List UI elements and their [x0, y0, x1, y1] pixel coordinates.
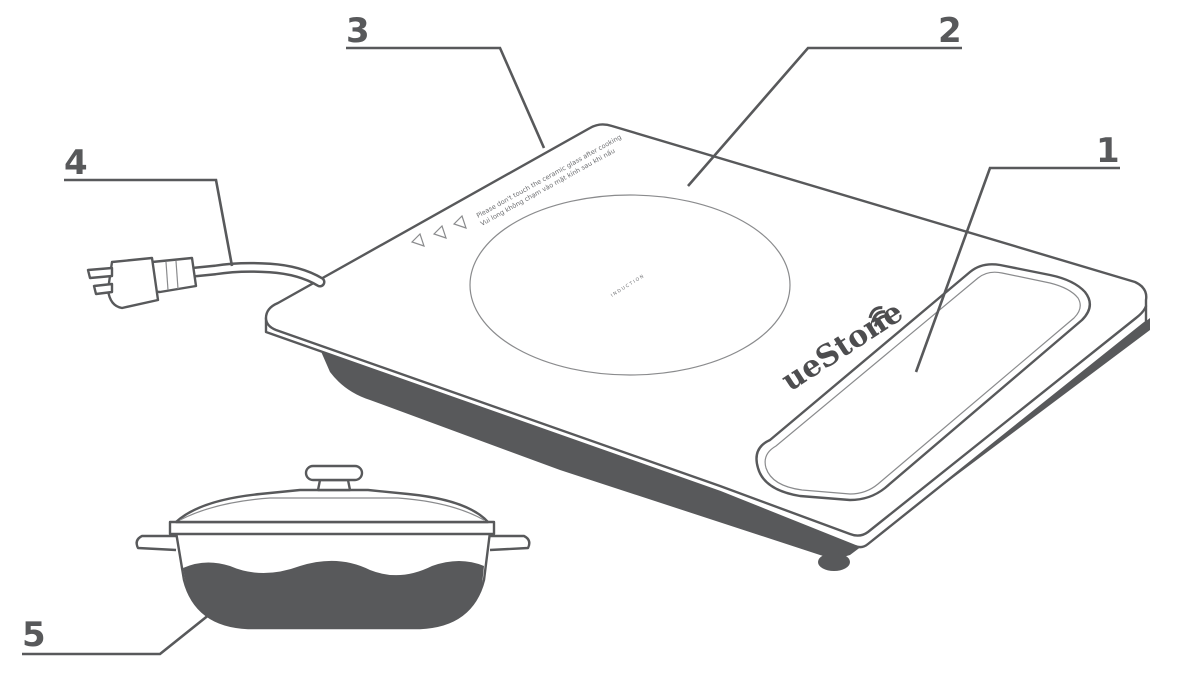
pot-handle-right [489, 534, 531, 552]
callout-4: 4 [64, 143, 234, 267]
callout-2-leader [687, 46, 962, 187]
cooking-zone-circle [469, 194, 791, 376]
callout-5-number: 5 [22, 615, 46, 655]
warning-triangle-icon [452, 214, 467, 229]
control-panel [755, 263, 1091, 502]
callout-1-number: 1 [1096, 131, 1120, 171]
control-panel-inner [764, 271, 1081, 495]
pot-lid [174, 488, 490, 524]
pot-handle-left [135, 534, 177, 552]
pot-lid-rim [179, 497, 485, 521]
pot-lid-knob-top [304, 464, 364, 482]
callout-5-leader [22, 612, 211, 656]
cooker-foot [818, 553, 850, 571]
warning-symbols [410, 214, 467, 247]
pot-rim [168, 520, 496, 536]
cooker-base-shadow [270, 318, 1150, 558]
callout-3-leader [346, 46, 546, 149]
pot-lid-knob [316, 478, 352, 492]
callout-3-number: 3 [346, 11, 370, 51]
warning-triangle-icon [432, 224, 447, 239]
callout-2: 2 [687, 11, 962, 187]
callout-5: 5 [22, 612, 211, 656]
pot-contents [183, 560, 484, 628]
warning-triangle-icon [410, 232, 425, 247]
callout-3: 3 [346, 11, 546, 149]
callout-4-leader [64, 178, 234, 267]
callout-1: 1 [914, 131, 1120, 373]
plug-icon [86, 256, 198, 310]
callout-4-number: 4 [64, 143, 88, 183]
power-cord-inner [192, 264, 323, 285]
callout-2-number: 2 [938, 11, 962, 51]
cooking-pot [135, 464, 531, 630]
brand-logo-icon [868, 306, 888, 327]
callout-1-leader [914, 166, 1120, 373]
